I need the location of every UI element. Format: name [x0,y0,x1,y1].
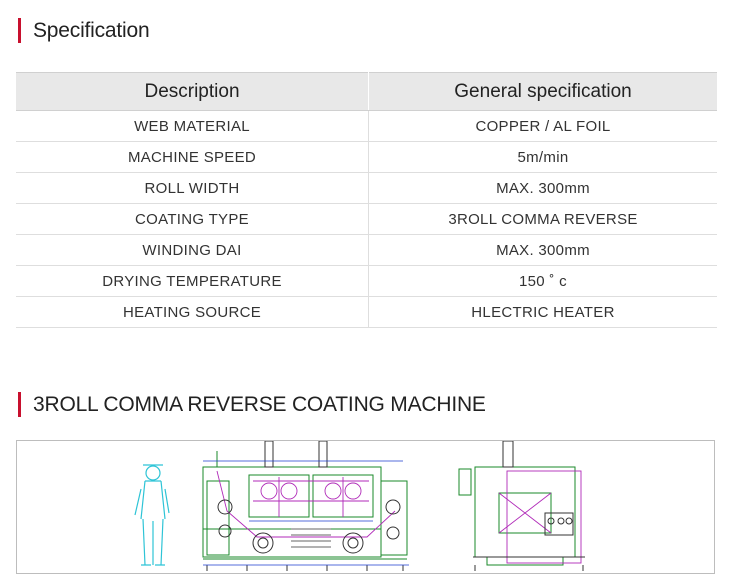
row-value: 5m/min [368,141,717,173]
machine-rollers [206,441,404,571]
table-row: MACHINE SPEED 5m/min [16,141,717,173]
end-view-details [473,441,585,571]
machine-end-view [458,466,576,566]
row-value: MAX. 300mm [368,172,717,204]
human-figure [134,464,170,566]
end-view-magenta-lines [498,470,582,564]
heading-accent-bar [18,392,21,417]
row-value: MAX. 300mm [368,234,717,266]
row-value: HLECTRIC HEATER [368,296,717,328]
machine-technical-drawing [134,441,585,571]
table-row: ROLL WIDTH MAX. 300mm [16,172,717,204]
column-header-general-specification: General specification [368,72,717,111]
machine-title: 3ROLL COMMA REVERSE COATING MACHINE [33,392,486,416]
row-description: COATING TYPE [16,203,369,235]
machine-blue-lines [203,460,409,566]
row-value: 150 ˚ c [368,265,717,297]
row-description: DRYING TEMPERATURE [16,265,369,297]
specification-title: Specification [33,18,150,42]
machine-heading: 3ROLL COMMA REVERSE COATING MACHINE [18,392,486,417]
table-row: WINDING DAI MAX. 300mm [16,234,717,266]
table-header-row: Description General specification [16,72,717,111]
row-description: MACHINE SPEED [16,141,369,173]
table-row: DRYING TEMPERATURE 150 ˚ c [16,265,717,297]
machine-drawing-image [16,440,715,574]
row-description: WEB MATERIAL [16,110,369,142]
specification-table: Description General specification WEB MA… [16,72,717,328]
row-value: 3ROLL COMMA REVERSE [368,203,717,235]
row-value: COPPER / AL FOIL [368,110,717,142]
specification-heading: Specification [18,18,150,43]
heading-accent-bar [18,18,21,43]
row-description: HEATING SOURCE [16,296,369,328]
machine-magenta-lines [216,470,396,538]
table-row: COATING TYPE 3ROLL COMMA REVERSE [16,203,717,235]
row-description: ROLL WIDTH [16,172,369,204]
table-row: WEB MATERIAL COPPER / AL FOIL [16,110,717,142]
table-row: HEATING SOURCE HLECTRIC HEATER [16,296,717,328]
column-header-description: Description [16,72,369,111]
machine-side-view [202,451,408,560]
row-description: WINDING DAI [16,234,369,266]
